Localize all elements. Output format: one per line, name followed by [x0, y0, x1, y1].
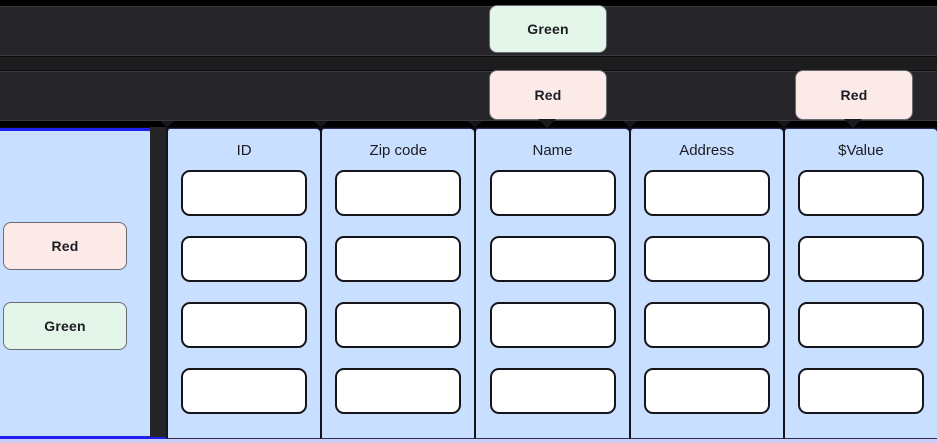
cell-input[interactable]: [643, 302, 770, 348]
top-black-strip: [0, 0, 937, 6]
cells-value: [785, 170, 937, 414]
cell-input[interactable]: [489, 236, 616, 282]
highlighted-left-panel: [0, 128, 166, 439]
cells-name: [476, 170, 628, 414]
column-marker-icon: [776, 121, 791, 128]
table-column-id[interactable]: ID: [160, 121, 321, 439]
bottom-strip: [0, 439, 937, 443]
column-header-id: ID: [236, 142, 252, 159]
vertical-scrollbar[interactable]: [150, 127, 166, 437]
column-header-name: Name: [532, 142, 573, 159]
cell-input[interactable]: [335, 170, 462, 216]
annotation-chip-red-top: Red: [489, 70, 607, 120]
cell-input[interactable]: [335, 236, 462, 282]
data-entry-table: ID Zip code Name: [160, 121, 937, 439]
cell-input[interactable]: [643, 368, 770, 414]
cell-input[interactable]: [643, 170, 770, 216]
cells-address: [631, 170, 783, 414]
annotation-chip-green-top: Green: [489, 5, 607, 53]
column-marker-icon: [468, 121, 483, 128]
column-marker-icon: [314, 121, 329, 128]
column-header-address: Address: [679, 142, 735, 159]
cell-input[interactable]: [797, 170, 924, 216]
annotation-chip-red-left: Red: [3, 222, 127, 270]
cell-input[interactable]: [181, 170, 308, 216]
cell-input[interactable]: [181, 302, 308, 348]
pointer-triangle-icon: [538, 119, 556, 128]
cell-input[interactable]: [489, 170, 616, 216]
cell-input[interactable]: [797, 302, 924, 348]
annotation-chip-green-left: Green: [3, 302, 127, 350]
annotation-chip-red-right: Red: [795, 70, 913, 120]
cell-input[interactable]: [335, 302, 462, 348]
column-marker-icon: [160, 121, 174, 128]
cell-input[interactable]: [797, 368, 924, 414]
cell-input[interactable]: [181, 368, 308, 414]
cell-input[interactable]: [643, 236, 770, 282]
cells-zip-code: [322, 170, 474, 414]
cells-id: [168, 170, 320, 414]
column-header-zip-code: Zip code: [369, 142, 428, 159]
dark-content-row-2: [0, 71, 937, 121]
left-panel-bottom-border: [0, 436, 166, 439]
cell-input[interactable]: [489, 368, 616, 414]
cell-input[interactable]: [335, 368, 462, 414]
dark-content-gap: [0, 57, 937, 70]
cell-input[interactable]: [489, 302, 616, 348]
cell-input[interactable]: [181, 236, 308, 282]
table-column-zip-code[interactable]: Zip code: [314, 121, 475, 439]
table-column-name[interactable]: Name: [468, 121, 629, 439]
table-column-value[interactable]: $Value: [776, 121, 937, 439]
cell-input[interactable]: [797, 236, 924, 282]
table-column-address[interactable]: Address: [622, 121, 783, 439]
dark-content-row-1: [0, 6, 937, 56]
column-header-value: $Value: [838, 142, 884, 159]
pointer-triangle-icon: [844, 119, 862, 128]
column-marker-icon: [622, 121, 637, 128]
